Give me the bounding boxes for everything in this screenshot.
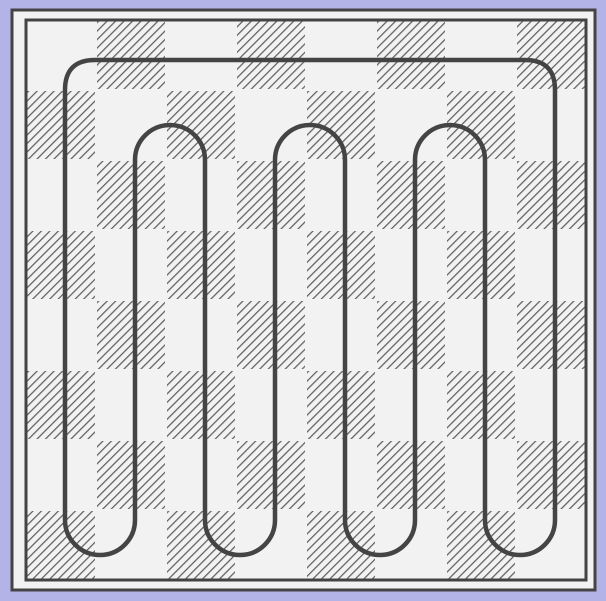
shaded-square: [447, 511, 515, 579]
shaded-square: [377, 21, 445, 89]
shaded-square: [167, 371, 235, 439]
shaded-square: [517, 301, 585, 369]
shaded-square: [307, 511, 375, 579]
shaded-square: [447, 371, 515, 439]
shaded-square: [447, 231, 515, 299]
shaded-square: [97, 161, 165, 229]
shaded-square: [307, 231, 375, 299]
shaded-square: [167, 231, 235, 299]
shaded-square: [237, 301, 305, 369]
shaded-square: [237, 21, 305, 89]
shaded-square: [307, 371, 375, 439]
shaded-square: [167, 511, 235, 579]
shaded-square: [237, 161, 305, 229]
shaded-square: [377, 161, 445, 229]
shaded-square: [27, 371, 95, 439]
shaded-square: [237, 441, 305, 509]
shaded-square: [97, 441, 165, 509]
shaded-square: [377, 301, 445, 369]
shaded-square: [377, 441, 445, 509]
shaded-square: [517, 441, 585, 509]
shaded-square: [97, 301, 165, 369]
shaded-square: [517, 21, 585, 89]
shaded-square: [27, 511, 95, 579]
shaded-square: [97, 21, 165, 89]
shaded-square: [27, 231, 95, 299]
shaded-square: [27, 91, 95, 159]
shaded-square: [517, 161, 585, 229]
